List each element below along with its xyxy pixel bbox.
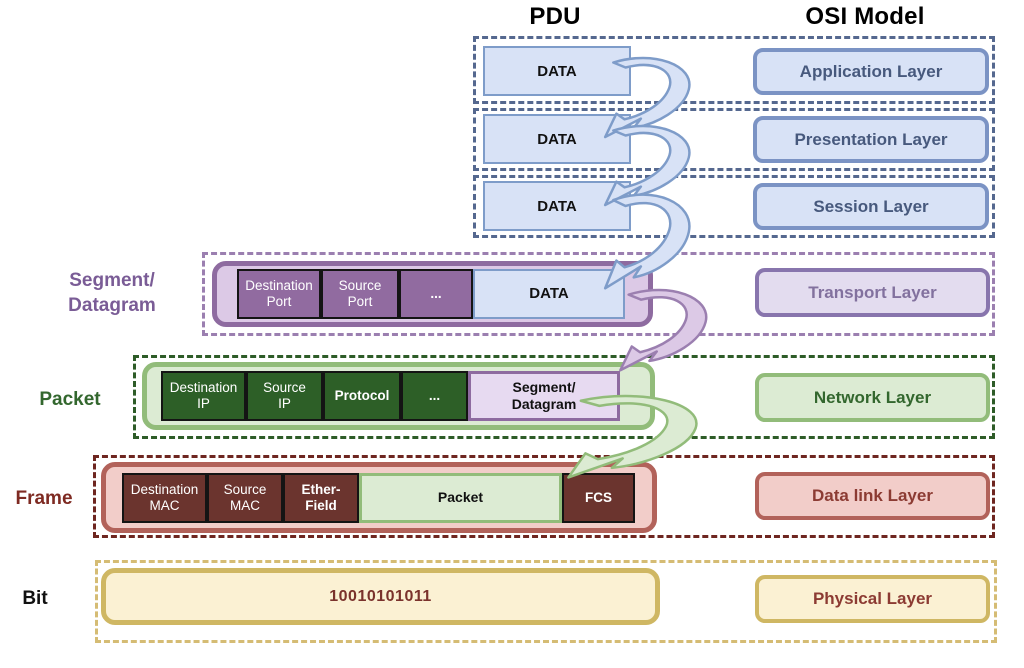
cell-destination-port: Destination Port bbox=[237, 269, 321, 319]
cell-text: Field bbox=[305, 497, 337, 513]
cell-source-port: Source Port bbox=[321, 269, 399, 319]
pdu-column-title: PDU bbox=[529, 3, 581, 30]
cell-text: DATA bbox=[529, 285, 569, 303]
cell-text: Destination bbox=[169, 380, 238, 396]
cell-text: ... bbox=[430, 286, 442, 302]
side-label-segment-datagram: Segment/ Datagram bbox=[36, 269, 188, 318]
cell-text: Source bbox=[338, 278, 382, 294]
row-session bbox=[473, 175, 995, 238]
cell-text: Packet bbox=[437, 489, 484, 506]
cell-text: Source bbox=[223, 481, 267, 497]
cell-text: Destination bbox=[245, 278, 313, 294]
row-application bbox=[473, 36, 995, 104]
cell-protocol: Protocol bbox=[323, 371, 401, 421]
row-transport bbox=[202, 252, 995, 336]
cell-ether-field: Ether- Field bbox=[283, 472, 359, 523]
side-label-packet: Packet bbox=[39, 389, 101, 410]
application-data-box: DATA bbox=[483, 46, 631, 96]
pill-datalink-layer: Data link Layer bbox=[755, 472, 990, 520]
packet-container: Destination IP Source IP Protocol ... Se… bbox=[142, 362, 655, 430]
cell-text: Ether- bbox=[301, 481, 341, 497]
cell-text: Port bbox=[347, 294, 373, 309]
cell-destination-mac: Destination MAC bbox=[122, 472, 207, 523]
pill-application-layer: Application Layer bbox=[753, 48, 989, 95]
cell-segment-datagram: Segment/ Datagram bbox=[468, 371, 620, 421]
segment-datagram-container: Destination Port Source Port ... DATA bbox=[212, 261, 653, 327]
pill-network-layer: Network Layer bbox=[755, 373, 990, 422]
row-datalink bbox=[93, 455, 995, 538]
cell-text: Protocol bbox=[334, 388, 390, 404]
side-label-line: Datagram bbox=[68, 294, 156, 316]
cell-fcs: FCS bbox=[562, 472, 635, 523]
cell-packet: Packet bbox=[359, 472, 562, 523]
row-network bbox=[133, 355, 995, 439]
pill-physical-layer: Physical Layer bbox=[755, 575, 990, 623]
cell-text: IP bbox=[197, 396, 210, 411]
side-label-bit: Bit bbox=[22, 588, 48, 609]
cell-source-mac: Source MAC bbox=[207, 472, 283, 523]
bit-container: 10010101011 bbox=[101, 568, 660, 625]
session-data-box: DATA bbox=[483, 181, 631, 231]
pill-session-layer: Session Layer bbox=[753, 183, 989, 230]
cell-data: DATA bbox=[473, 269, 625, 319]
side-label-line: Segment/ bbox=[69, 270, 155, 291]
pill-transport-layer: Transport Layer bbox=[755, 268, 990, 317]
cell-text: Segment/ bbox=[512, 379, 576, 396]
cell-ellipsis: ... bbox=[399, 269, 473, 319]
cell-ellipsis: ... bbox=[401, 371, 468, 421]
row-physical bbox=[95, 560, 997, 643]
pill-presentation-layer: Presentation Layer bbox=[753, 116, 989, 163]
frame-container: Destination MAC Source MAC Ether- Field … bbox=[101, 462, 657, 533]
osi-column-title: OSI Model bbox=[805, 3, 925, 30]
bit-string: 10010101011 bbox=[329, 587, 432, 605]
cell-text: ... bbox=[428, 388, 441, 404]
cell-source-ip: Source IP bbox=[246, 371, 323, 421]
cell-text: FCS bbox=[585, 489, 612, 505]
row-presentation bbox=[473, 108, 995, 171]
side-label-frame: Frame bbox=[15, 488, 73, 509]
cell-text: Source bbox=[263, 380, 306, 396]
cell-text: MAC bbox=[230, 497, 260, 513]
presentation-data-box: DATA bbox=[483, 114, 631, 164]
cell-text: IP bbox=[278, 396, 291, 411]
cell-destination-ip: Destination IP bbox=[161, 371, 246, 421]
cell-text: MAC bbox=[149, 497, 180, 513]
cell-text: Datagram bbox=[511, 396, 577, 412]
cell-text: Destination bbox=[130, 481, 199, 497]
cell-text: Port bbox=[266, 294, 292, 309]
